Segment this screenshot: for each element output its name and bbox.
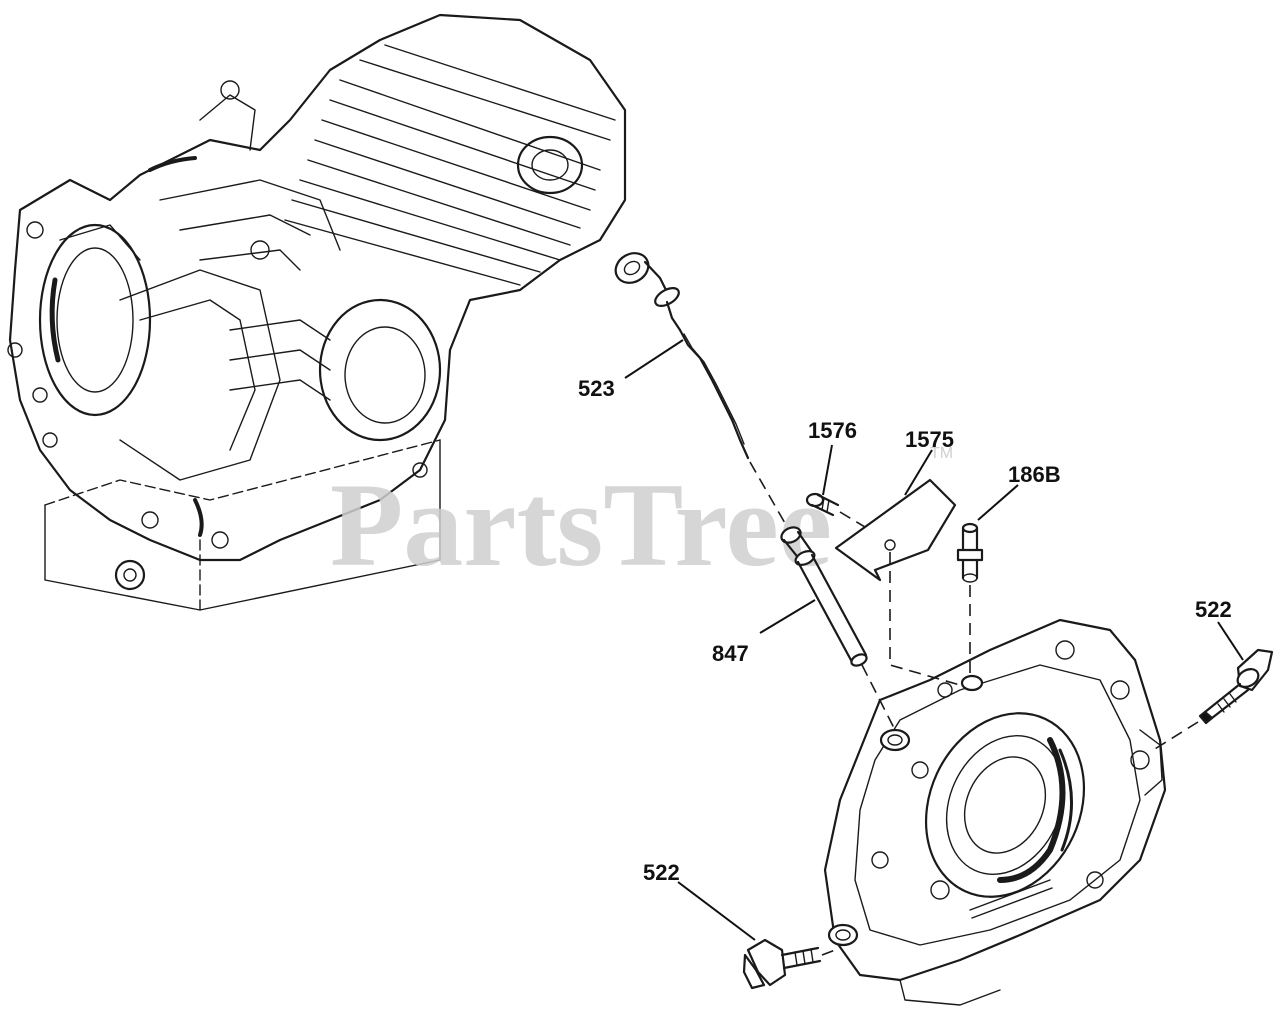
right-plug-alignment-line: [1149, 721, 1199, 753]
dipstick-alignment-line: [749, 461, 791, 533]
fill-plug-522-right: [1198, 648, 1274, 725]
leader-523: [624, 339, 684, 379]
crankcase-cover: [823, 618, 1167, 1006]
fitting-186b: [956, 522, 984, 583]
drain-plug-522-bottom: [742, 938, 822, 990]
callout-1575[interactable]: 1575: [905, 427, 954, 452]
leader-1575: [904, 449, 933, 496]
callout-522-right[interactable]: 522: [1195, 597, 1232, 622]
bracket-1575: [834, 478, 957, 582]
callout-522-bottom[interactable]: 522: [643, 860, 680, 885]
callout-523[interactable]: 523: [578, 376, 615, 401]
tube-alignment-line: [861, 664, 896, 731]
bracket-alignment-line: [889, 552, 961, 686]
leader-522-right: [1217, 621, 1244, 661]
bolt-1576: [805, 492, 840, 517]
watermark-tm: TM: [930, 445, 953, 462]
callout-1576[interactable]: 1576: [808, 418, 857, 443]
leader-847: [759, 599, 816, 634]
bottom-plug-alignment-line: [821, 949, 836, 956]
callout-847[interactable]: 847: [712, 641, 749, 666]
leader-186b: [977, 484, 1019, 521]
leader-1576: [822, 444, 833, 496]
callout-186b[interactable]: 186B: [1008, 462, 1061, 487]
engine-block: [7, 13, 627, 611]
watermark-text: PartsTree: [330, 458, 832, 591]
watermark: PartsTree TM: [330, 445, 953, 591]
dipstick-tube-847: [780, 526, 868, 667]
dipstick-523: [614, 252, 750, 460]
leader-522-bottom: [677, 881, 756, 941]
